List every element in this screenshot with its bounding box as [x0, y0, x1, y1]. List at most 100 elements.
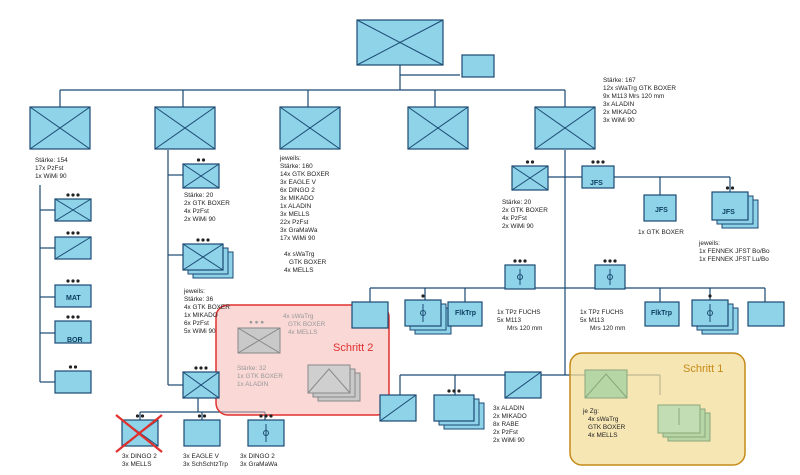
schritt-1-text-2: GTK BOXER [588, 424, 626, 431]
cancelled-cross [115, 414, 163, 453]
col5-box1-1: 2x GTK BOXER [502, 207, 548, 214]
col2-box2-2: 4x GTK BOXER [184, 304, 230, 311]
col1-symbol [29, 106, 91, 150]
col5-bm-symbol [433, 389, 485, 430]
jfs-a-0: 1x GTK BOXER [638, 229, 684, 236]
flktrp-b-symbol [644, 301, 680, 327]
col5-bottom-1: 2x MIKADO [493, 413, 527, 420]
col3-strength-2: 14x GTK BOXER [280, 171, 330, 178]
col3-strength-1: Stärke: 160 [280, 163, 313, 170]
fuchs-b-2: Mrs 120 mm [590, 325, 626, 332]
jfs-label-a: JFS [655, 207, 668, 214]
col3-strength-6: 1x ALADIN [280, 203, 312, 210]
schritt-2-text-2: 4x MELLS [288, 329, 317, 336]
fuchs-a-symbol [504, 259, 536, 290]
col5-bottom-2: 8x RABE [493, 421, 519, 428]
jfs-a-symbol [643, 194, 677, 222]
fuchs-a-2: Mrs 120 mm [507, 325, 543, 332]
col2-box2-4: 6x PzFst [184, 320, 209, 327]
col1-text: Stärke: 154 17x PzFst 1x WiMi 90 MAT BOR [35, 157, 83, 344]
flktrp-b: FlkTrp [651, 310, 672, 317]
flktrp-a-symbol [447, 301, 483, 327]
bottom-b-1: 3x SchSchtzTrp [183, 461, 228, 468]
fuchs-b-0: 1x TPz FUCHS [580, 309, 624, 316]
jfs-b-0: jeweils: [698, 240, 720, 247]
col2-box2-1: Stärke: 36 [184, 296, 214, 303]
col2-box3-symbol [182, 366, 220, 399]
bottom-c-1: 3x GraMaWa [240, 461, 278, 468]
col3-strength-3: 3x EAGLE V [280, 179, 317, 186]
col3-strength-7: 3x MELLS [280, 211, 309, 218]
col1-strength-0: Stärke: 154 [35, 157, 68, 164]
jfs-b-1: 1x FENNEK JFST Bo/Bo [699, 248, 770, 255]
col2-box1-3: 2x WiMi 90 [184, 216, 216, 223]
fuchs-a-1: 5x M113 [497, 317, 521, 324]
hq-support-symbol [461, 54, 495, 78]
col5-box1-0: Stärke: 20 [502, 199, 532, 206]
hq-strength-1: 12x sWaTrg GTK BOXER [603, 85, 676, 92]
bottom-b-0: 3x EAGLE V [183, 453, 220, 460]
col2-box3-0: Stärke: 32 [237, 365, 267, 372]
col3-text: jeweils: Stärke: 160 14x GTK BOXER 3x EA… [279, 155, 330, 274]
jfs-label-b: JFS [722, 209, 735, 216]
col1-strength-2: 1x WiMi 90 [35, 173, 67, 180]
col1-item-4 [54, 365, 92, 394]
trp-d-symbol [747, 301, 785, 327]
schritt-2-region: Schritt 2 ● ● ● 4x sWaTrg GTK BOXER 4x M… [215, 304, 390, 416]
col3-extra-0: 4x sWaTrg [284, 251, 315, 258]
col3-strength-10: 17x WiMi 90 [280, 235, 316, 242]
col3-strength-8: 22x PzFst [280, 219, 309, 226]
col3-strength-4: 6x DINGO 2 [280, 187, 315, 194]
fuchs-b-1: 5x M113 [580, 317, 604, 324]
col2-box1-symbol [182, 158, 220, 189]
flktrp-a: FlkTrp [455, 310, 476, 317]
schritt-2-label: Schritt 2 [333, 342, 373, 354]
col2-symbol [154, 106, 216, 150]
trp-c-symbol [691, 294, 739, 335]
schritt-1-text-0: je Zg: [582, 408, 599, 415]
svg-text:● ● ●: ● ● ● [249, 319, 264, 326]
hq-strength-3: 3x ALADIN [603, 101, 635, 108]
col1-item-1 [54, 231, 92, 260]
col5-box1-3: 2x WiMi 90 [502, 223, 534, 230]
col3-symbol [279, 106, 341, 150]
hq-strength-0: Stärke: 167 [603, 77, 636, 84]
bottom-c-0: 3x DINGO 2 [240, 453, 275, 460]
bottom-b-symbol [183, 414, 221, 447]
hq-strength-4: 2x MIKADO [603, 109, 637, 116]
col1-strength-1: 17x PzFst [35, 165, 64, 172]
col3-strength-0: jeweils: [279, 155, 301, 162]
fuchs-b-symbol [594, 259, 626, 290]
trp-b-symbol [404, 294, 452, 335]
col2-box1-2: 4x PzFst [184, 208, 209, 215]
schritt-1-text-1: 4x sWaTrg [588, 416, 619, 423]
col5-box1-2: 4x PzFst [502, 215, 527, 222]
jfs-b-symbol [711, 186, 759, 229]
schritt-2-text-0: 4x sWaTrg [283, 313, 314, 320]
bottom-c-symbol [247, 414, 285, 447]
col1-item-3 [54, 315, 92, 344]
col1-item-2 [54, 279, 92, 308]
col3-strength-5: 3x MIKADO [280, 195, 314, 202]
col3-strength-9: 3x GraMaWa [280, 227, 318, 234]
col2-text: Stärke: 20 2x GTK BOXER 4x PzFst 2x WiMi… [183, 192, 283, 388]
schritt-1-label: Schritt 1 [683, 363, 723, 375]
hq-strength-5: 3x WiMi 90 [603, 117, 635, 124]
jfs-label-main: JFS [590, 180, 603, 187]
jfs-b-2: 1x FENNEK JFST Lu/Bo [699, 256, 769, 263]
col2-box1-1: 2x GTK BOXER [184, 200, 230, 207]
unit-symbols [29, 19, 785, 447]
hq-unit: Stärke: 167 12x sWaTrg GTK BOXER 9x M113… [603, 77, 676, 124]
col2-box2-5: 5x WiMi 90 [184, 328, 216, 335]
schritt-1-text-3: 4x MELLS [588, 432, 617, 439]
bottom-a-1: 3x MELLS [122, 461, 151, 468]
col2-box2-0: jeweils: [183, 288, 205, 295]
col5-text: Stärke: 20 2x GTK BOXER 4x PzFst 2x WiMi… [455, 180, 770, 444]
col4-symbol [407, 106, 469, 150]
trp-a-symbol [351, 301, 389, 329]
connector-lines [39, 65, 766, 420]
col5-symbol [534, 106, 596, 150]
col2-box3-1: 1x GTK BOXER [237, 373, 283, 380]
